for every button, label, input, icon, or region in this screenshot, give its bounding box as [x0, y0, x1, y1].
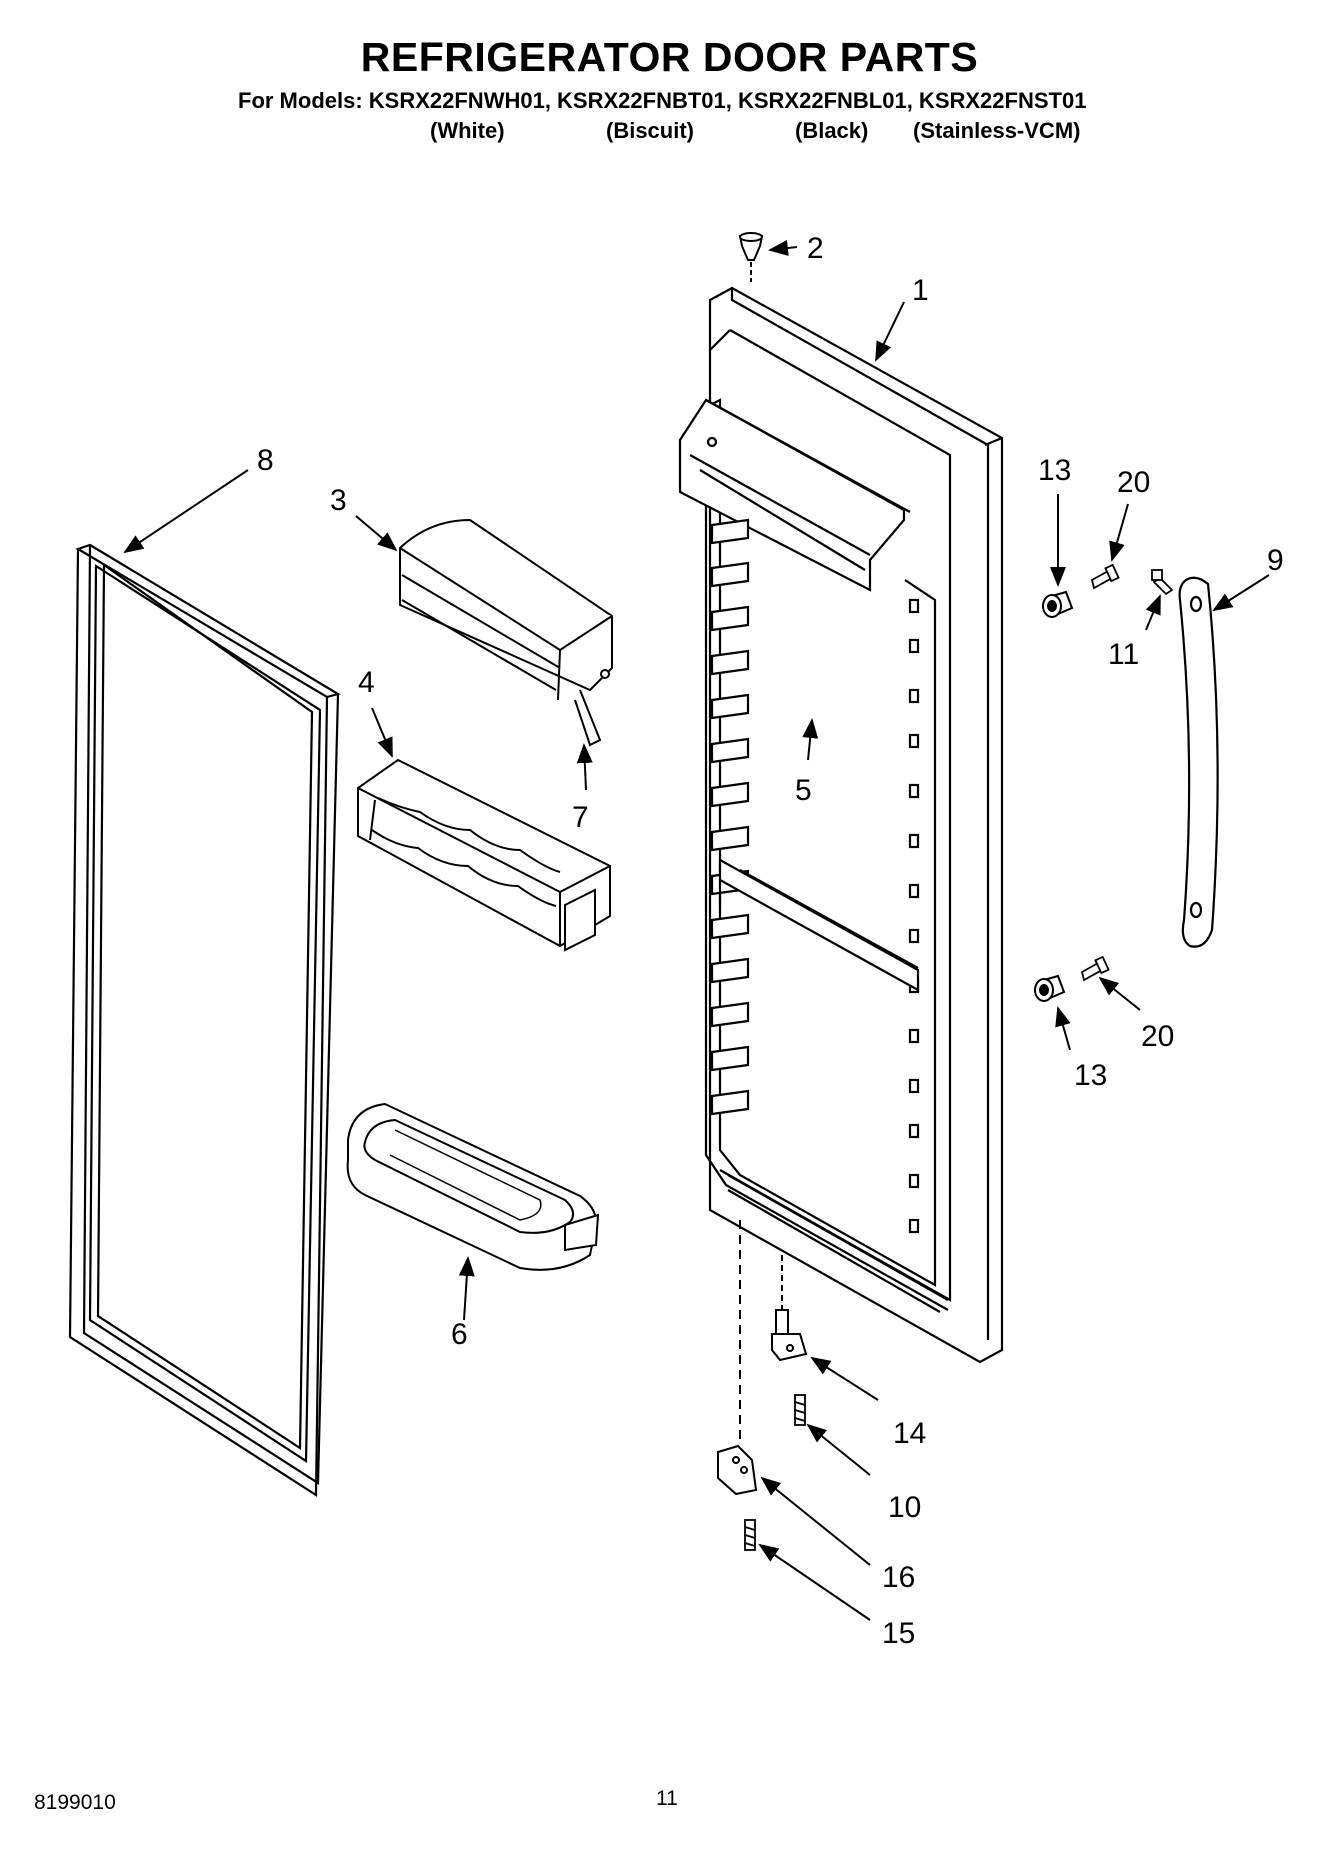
- callout-14: 14: [893, 1417, 926, 1450]
- page-number: 11: [656, 1787, 678, 1810]
- callout-13-upper: 13: [1038, 454, 1071, 487]
- screw-15: [744, 1519, 756, 1551]
- callout-16: 16: [882, 1561, 915, 1594]
- top-plug: [738, 232, 764, 282]
- color-stainless: (Stainless-VCM): [913, 118, 1081, 143]
- color-black: (Black): [795, 118, 869, 143]
- models-line: For Models: KSRX22FNWH01, KSRX22FNBT01, …: [238, 88, 1087, 113]
- spacer-lower: [1034, 974, 1066, 1002]
- callout-2: 2: [807, 232, 824, 265]
- spacer-upper: [1042, 590, 1074, 618]
- callout-4: 4: [358, 666, 375, 699]
- color-white: (White): [430, 118, 505, 143]
- color-biscuit: (Biscuit): [606, 118, 694, 143]
- callout-11: 11: [1108, 638, 1139, 671]
- screw-upper-20: [1090, 563, 1120, 590]
- callout-8: 8: [257, 444, 274, 477]
- screw-10: [794, 1394, 806, 1426]
- callout-3: 3: [330, 484, 347, 517]
- door-gasket: [68, 543, 341, 1497]
- screw-lower-20: [1080, 955, 1110, 982]
- callout-10: 10: [888, 1491, 921, 1524]
- screw-11: [1151, 569, 1174, 596]
- callout-1: 1: [912, 274, 929, 307]
- callout-7: 7: [572, 801, 589, 834]
- can-rack: [357, 758, 611, 952]
- callout-labels: 2 1 8 3 4 7 5 6 9 13 20 11 13 20 14 10 1…: [257, 232, 1284, 1650]
- page-title: REFRIGERATOR DOOR PARTS: [360, 34, 979, 80]
- callout-20-upper: 20: [1117, 466, 1150, 499]
- door-liner: [678, 286, 1004, 1364]
- bin-cover: [399, 518, 613, 747]
- hinge-pin: [771, 1255, 808, 1362]
- callout-13-lower: 13: [1074, 1059, 1107, 1092]
- document-number: 8199010: [34, 1791, 116, 1814]
- leader-arrows: [123, 240, 1270, 1621]
- door-handle: [1178, 576, 1219, 948]
- callout-5: 5: [795, 774, 812, 807]
- callout-9: 9: [1267, 544, 1284, 577]
- hinge-plate: [717, 1220, 758, 1496]
- callout-6: 6: [451, 1318, 468, 1351]
- callout-15: 15: [882, 1617, 915, 1650]
- door-bin: [346, 1102, 600, 1271]
- callout-20-lower: 20: [1141, 1020, 1174, 1053]
